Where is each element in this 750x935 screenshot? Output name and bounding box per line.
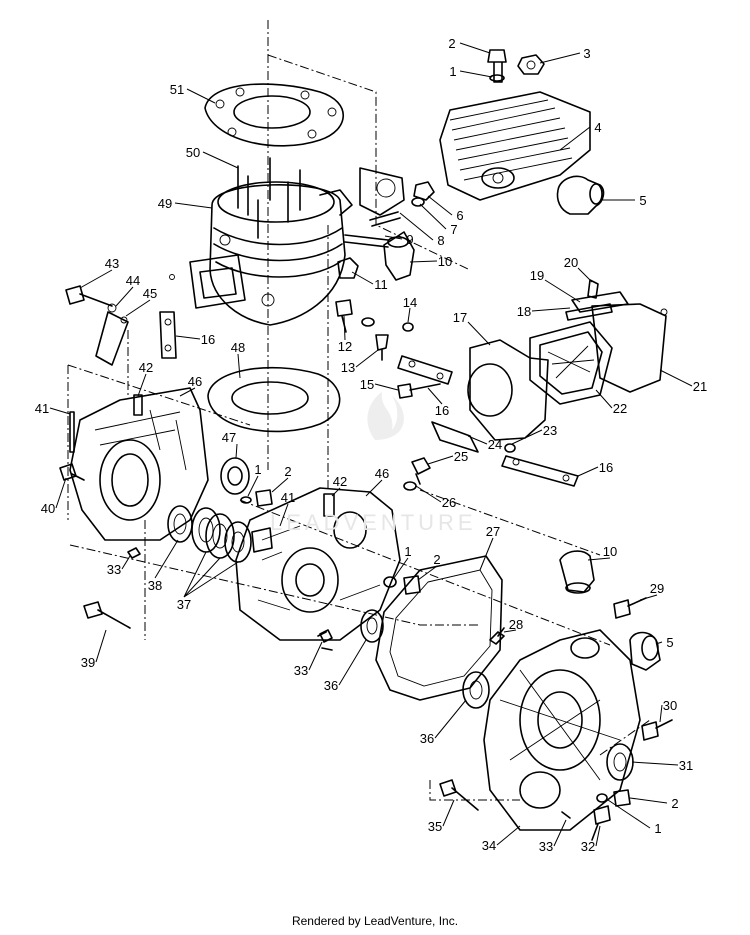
callout-label: 39 — [81, 655, 95, 670]
callout-label: 1 — [449, 64, 456, 79]
dowel-pins — [127, 547, 333, 643]
callout-label: 33 — [539, 839, 553, 854]
callout-label: 2 — [433, 552, 440, 567]
callout-label: 38 — [148, 578, 162, 593]
exhaust-studs — [344, 167, 435, 248]
callout-label: 36 — [420, 731, 434, 746]
callout-label: 16 — [599, 460, 613, 475]
callout-label: 33 — [294, 663, 308, 678]
callout-label: 45 — [143, 286, 157, 301]
callout-label: 5 — [666, 635, 673, 650]
callout-label: 34 — [482, 838, 496, 853]
callout-label: 20 — [564, 255, 578, 270]
callout-label: 49 — [158, 196, 172, 211]
callout-label: 35 — [428, 819, 442, 834]
callout-label: 11 — [374, 277, 388, 292]
callout-label: 15 — [360, 377, 374, 392]
callout-label: 26 — [442, 495, 456, 510]
left-bolts — [65, 274, 177, 366]
callout-label: 17 — [453, 310, 467, 325]
elbow-fitting-top — [556, 175, 605, 215]
callout-label: 46 — [375, 466, 389, 481]
callout-label: 40 — [41, 501, 55, 516]
callout-label: 12 — [338, 339, 352, 354]
callout-label: 10 — [603, 544, 617, 559]
callout-label: 51 — [170, 82, 184, 97]
callout-label: 6 — [456, 208, 463, 223]
crankshaft-bearings — [167, 505, 273, 563]
head-fasteners — [487, 49, 545, 83]
callout-label: 42 — [139, 360, 153, 375]
callout-label: 5 — [639, 193, 646, 208]
callout-label: 46 — [188, 374, 202, 389]
cylinder-head — [439, 91, 591, 201]
callout-label: 3 — [583, 46, 590, 61]
crankcase-left — [59, 387, 209, 541]
callout-label: 1 — [404, 544, 411, 559]
callout-label: 41 — [281, 490, 295, 505]
cover-fittings — [561, 597, 673, 841]
callout-label: 10 — [438, 254, 452, 269]
callout-label: 25 — [454, 449, 468, 464]
long-bolts — [83, 601, 505, 811]
callout-label: 19 — [530, 268, 544, 283]
callout-label: 28 — [509, 617, 523, 632]
callout-label: 33 — [107, 562, 121, 577]
callout-label: 48 — [231, 340, 245, 355]
leader-lines — [49, 42, 693, 847]
callout-label: 30 — [663, 698, 677, 713]
small-fasteners-a — [335, 257, 414, 361]
callout-label: 2 — [448, 36, 455, 51]
watermark-logo-icon — [367, 392, 404, 440]
callout-label: 1 — [254, 462, 261, 477]
callout-label: 9 — [406, 232, 413, 247]
callout-label: 43 — [105, 256, 119, 271]
callout-label: 21 — [693, 379, 707, 394]
callout-label: 7 — [450, 222, 457, 237]
callout-label: 44 — [126, 273, 140, 288]
head-gasket — [204, 83, 345, 147]
footer-credit: Rendered by LeadVenture, Inc. — [291, 914, 459, 928]
case-gasket — [375, 555, 505, 701]
callout-label: 36 — [324, 678, 338, 693]
crankcase-center — [235, 487, 421, 651]
assembly-axis-lines — [67, 20, 651, 801]
coolant-elbow — [383, 231, 415, 281]
callout-label: 1 — [654, 821, 661, 836]
callout-label: 13 — [341, 360, 355, 375]
callout-label: 2 — [671, 796, 678, 811]
callout-label: 31 — [679, 758, 693, 773]
callout-label: 22 — [613, 401, 627, 416]
callout-label: 37 — [177, 597, 191, 612]
callout-label: 18 — [517, 304, 531, 319]
cylinder — [189, 157, 353, 326]
callout-label: 16 — [201, 332, 215, 347]
callout-label: 50 — [186, 145, 200, 160]
callout-label: 23 — [543, 423, 557, 438]
callout-label: 27 — [486, 524, 500, 539]
bearing-47 — [220, 457, 273, 507]
intake-straps — [397, 355, 579, 491]
callout-label: 29 — [650, 581, 664, 596]
callout-label: 2 — [284, 464, 291, 479]
coolant-elbow-right — [559, 550, 595, 594]
callout-label: 41 — [35, 401, 49, 416]
crankcase-cover-right — [483, 629, 641, 831]
callout-label: 8 — [437, 233, 444, 248]
callout-label: 14 — [403, 295, 417, 310]
callout-label: 32 — [581, 839, 595, 854]
callout-label: 47 — [222, 430, 236, 445]
callout-label: 16 — [435, 403, 449, 418]
callout-label: 42 — [333, 474, 347, 489]
callout-label: 24 — [488, 437, 502, 452]
watermark-text: LEADVENTURE — [270, 510, 477, 535]
callout-label: 4 — [594, 120, 601, 135]
base-gasket — [207, 366, 341, 433]
reed-valve-assembly — [467, 279, 668, 441]
